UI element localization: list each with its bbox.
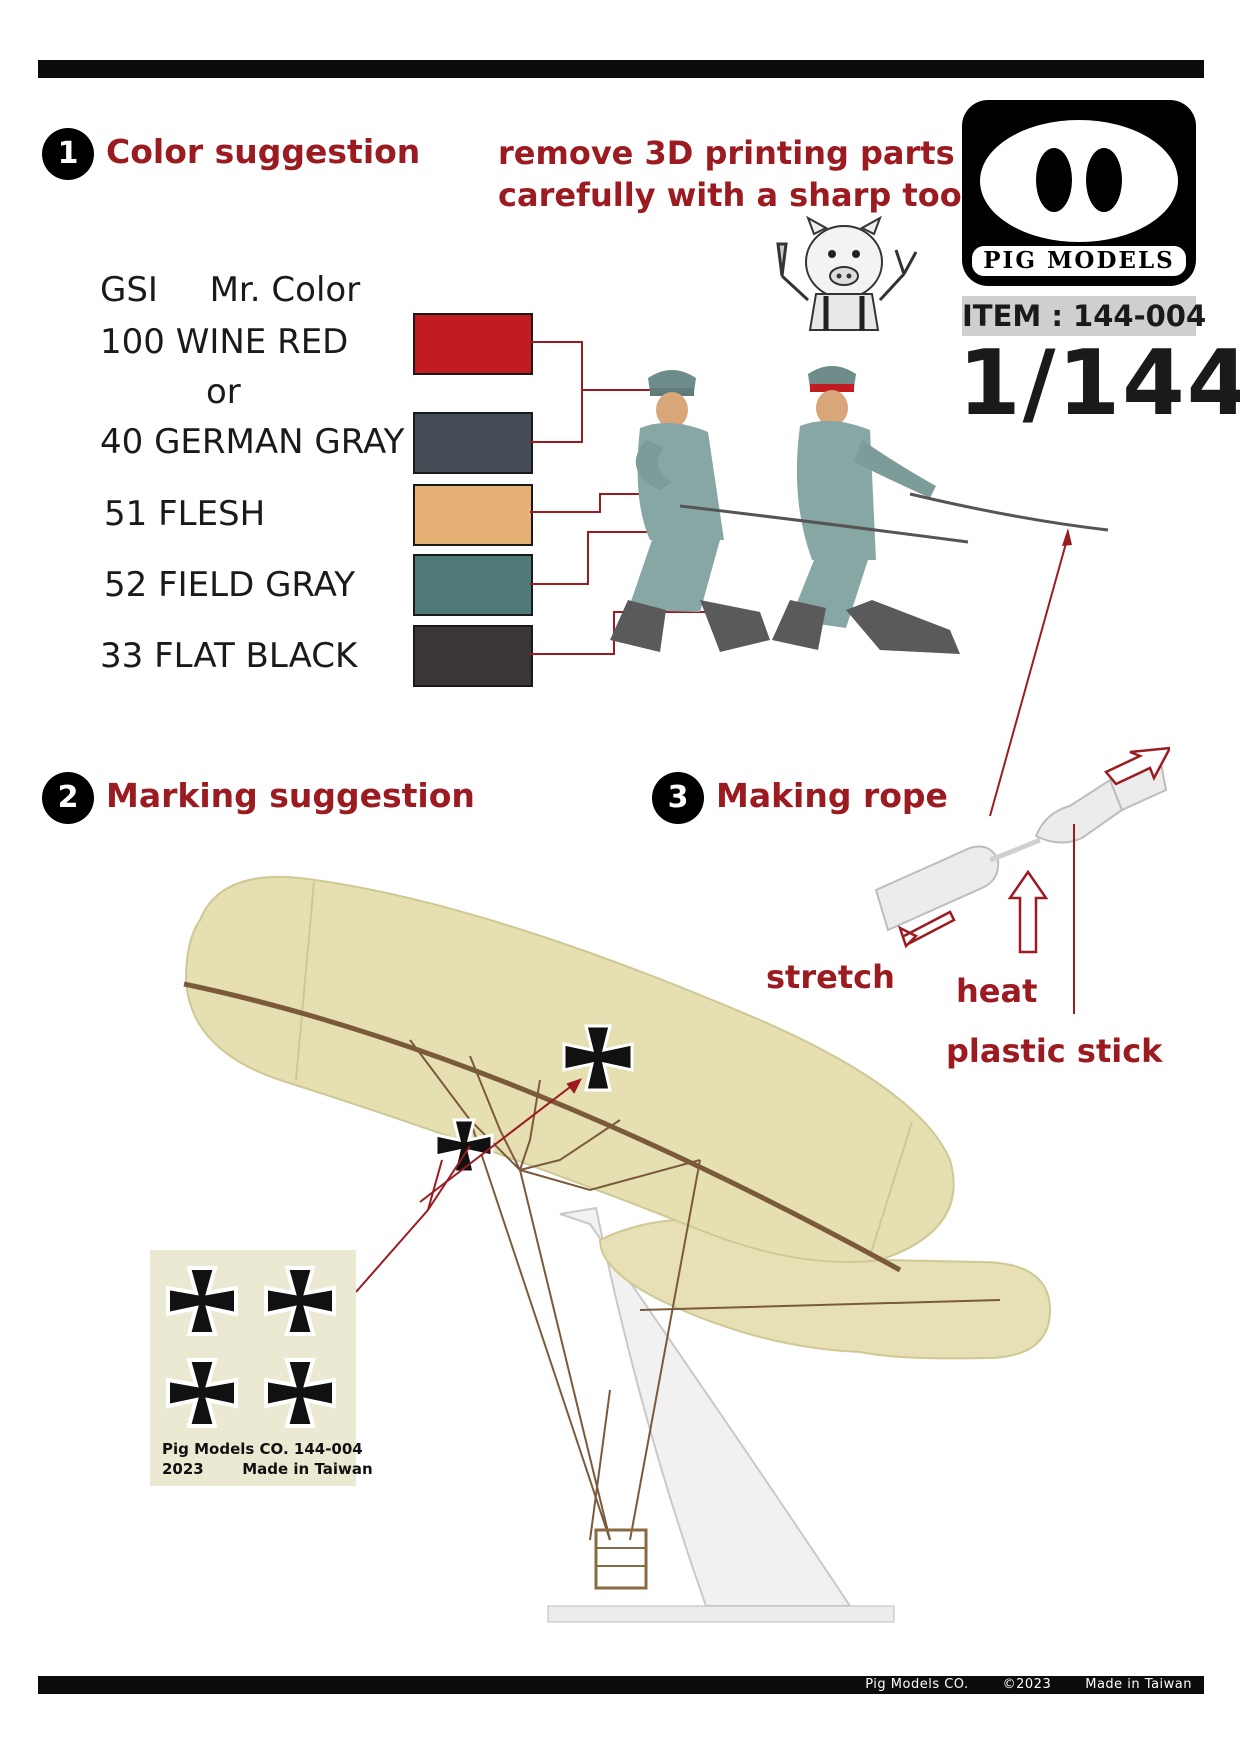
section1-title: Color suggestion: [106, 132, 421, 171]
color-label-3: 52 FIELD GRAY: [104, 565, 356, 605]
color-label-2: 51 FLESH: [104, 494, 266, 534]
swatch-field-gray: [413, 554, 533, 616]
pig-models-logo: PIG MODELS: [962, 100, 1196, 286]
instruction-line-2: carefully with a sharp tool: [498, 176, 973, 214]
decal-year: 2023: [162, 1460, 204, 1478]
rigging-lines: [409, 1039, 1001, 1541]
decal-line-1: Pig Models CO. 144-004: [162, 1440, 363, 1458]
stretched-neck: [989, 837, 1041, 863]
bottom-rule: [38, 1676, 1204, 1694]
swatch-flat-black: [413, 625, 533, 687]
pig-mascot-icon: [776, 215, 918, 331]
balloon-cross-2-icon: [434, 1118, 494, 1174]
color-label-0: 100 WINE RED: [100, 322, 349, 362]
rope-pointer-head: [1062, 528, 1072, 546]
plastic-stick-left: [874, 845, 1000, 932]
rope-line-1: [679, 504, 969, 544]
footer-company: Pig Models CO.: [865, 1677, 969, 1692]
soldier-figure-2: [772, 366, 960, 654]
balloon-cross-1-icon: [562, 1024, 634, 1092]
rope-making-illustration: [874, 756, 1168, 1014]
decal-cross-2-icon: [264, 1266, 336, 1336]
swatch-wine-red: [413, 313, 533, 375]
stretch-arrow-icon: [897, 910, 956, 949]
section3-title: Making rope: [716, 776, 948, 815]
color-label-4: 33 FLAT BLACK: [100, 636, 358, 676]
logo-face-icon: [980, 120, 1178, 242]
footer-copyright: ©2023: [1002, 1677, 1052, 1692]
footer-made: Made in Taiwan: [1085, 1677, 1192, 1692]
palette-header: GSI Mr. Color: [100, 270, 360, 310]
decal-cross-4-icon: [264, 1358, 336, 1428]
rope-line-2: [909, 492, 1109, 532]
stand-base: [547, 1605, 895, 1623]
soldier-figure-1: [610, 370, 770, 652]
printing-instruction: remove 3D printing parts carefully with …: [498, 132, 973, 216]
decal-line-2: 2023 Made in Taiwan: [162, 1460, 373, 1478]
section2-title: Marking suggestion: [106, 776, 475, 815]
decal-cross-3-icon: [166, 1358, 238, 1428]
scale-label: 1/144: [958, 331, 1240, 436]
logo-eye-left-icon: [1036, 148, 1072, 212]
heat-arrow-icon: [1007, 869, 1049, 954]
swatch-german-gray: [413, 412, 533, 474]
item-number: ITEM : 144-004: [962, 296, 1206, 336]
palette-header-gsi: GSI: [100, 270, 158, 310]
stretch-label: stretch: [766, 958, 895, 996]
section2-number: 2: [42, 772, 94, 824]
rope-pointer-line: [989, 535, 1069, 817]
footer: Pig Models CO. ©2023 Made in Taiwan: [865, 1676, 1192, 1694]
marking-pointers: [355, 1078, 582, 1293]
or-label: or: [206, 372, 241, 412]
rigging-belt: [183, 981, 902, 1273]
decal-sheet: Pig Models CO. 144-004 2023 Made in Taiw…: [150, 1250, 373, 1486]
decal-cross-1-icon: [166, 1266, 238, 1336]
color-label-1: 40 GERMAN GRAY: [100, 422, 405, 462]
section1-number: 1: [42, 128, 94, 180]
decal-made: Made in Taiwan: [242, 1460, 373, 1478]
decal-crosses: [166, 1266, 336, 1428]
palette-header-mrcolor: Mr. Color: [209, 270, 361, 310]
logo-eye-right-icon: [1086, 148, 1122, 212]
swatch-flesh: [413, 484, 533, 546]
logo-text: PIG MODELS: [972, 246, 1186, 276]
instruction-line-1: remove 3D printing parts: [498, 134, 955, 172]
basket: [594, 1528, 648, 1590]
plastic-stick-label: plastic stick: [946, 1032, 1163, 1070]
section3-number: 3: [652, 772, 704, 824]
heat-label: heat: [956, 972, 1038, 1010]
pull-arrow-svg: [1104, 746, 1170, 786]
top-rule: [38, 60, 1204, 78]
